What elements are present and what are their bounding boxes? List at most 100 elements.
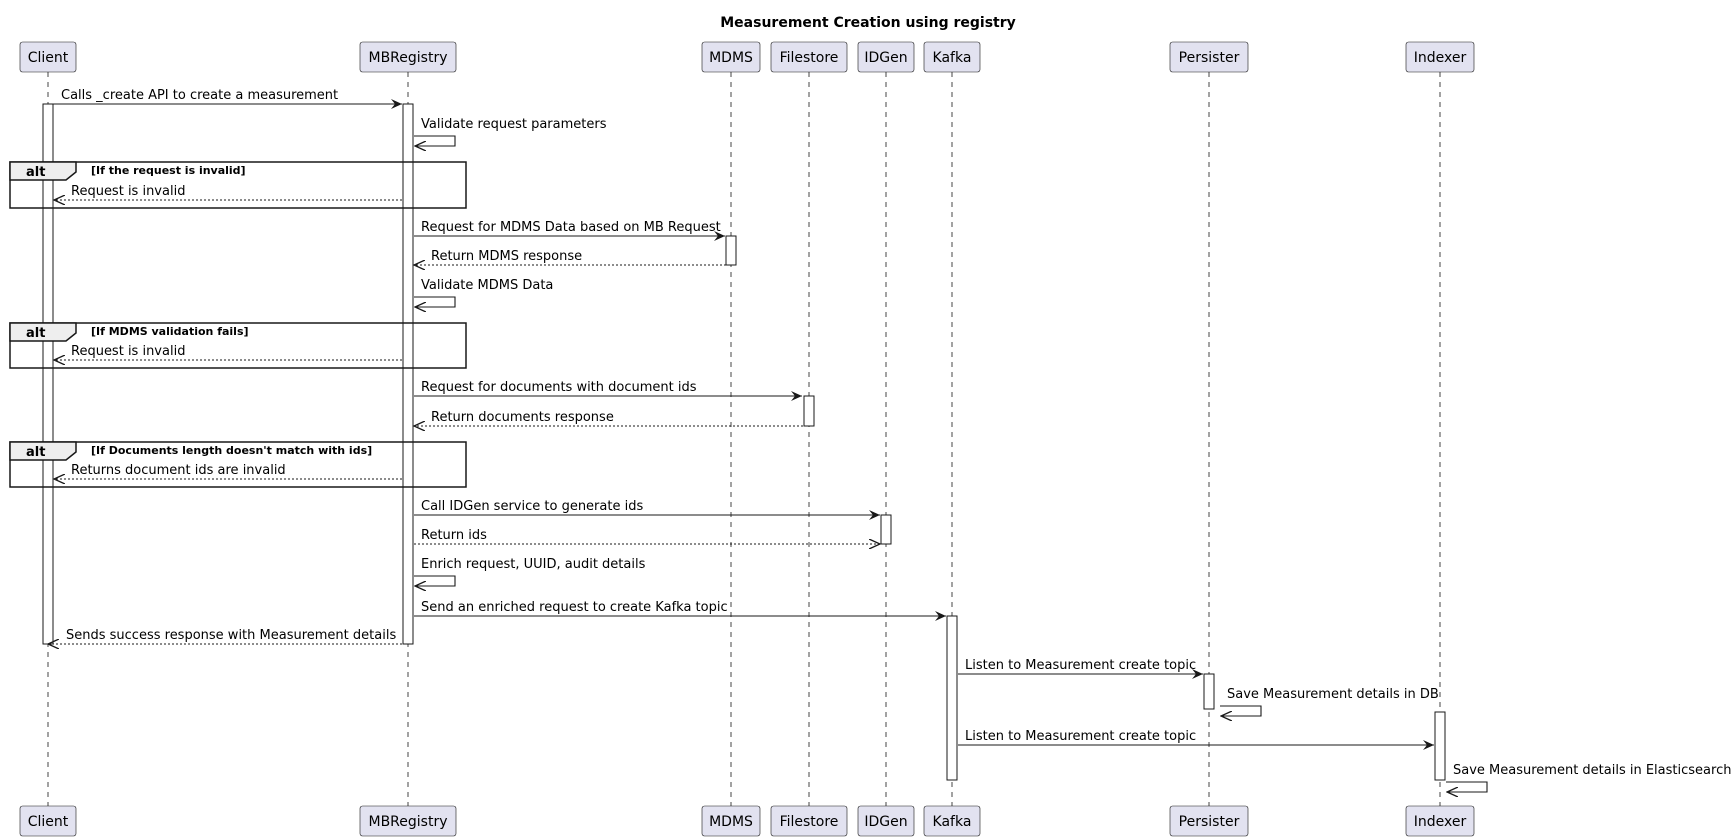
participant-kafka-bottom: Kafka (923, 805, 981, 837)
participant-label: Filestore (780, 814, 839, 830)
activation-bar-mbregistry (402, 103, 414, 645)
message-arrow: Validate request parameters (414, 117, 607, 146)
participant-label: IDGen (864, 814, 907, 830)
activation-bar-kafka (946, 615, 958, 781)
participant-box (770, 41, 848, 73)
activation-bar-persister (1203, 673, 1215, 710)
participant-client-top: Client (19, 41, 77, 73)
message-arrow: Request for documents with document ids (414, 380, 802, 401)
message-arrow: Send an enriched request to create Kafka… (414, 600, 946, 621)
participant-label: MBRegistry (369, 814, 448, 830)
message-label: Return ids (421, 528, 487, 543)
participant-box (359, 41, 457, 73)
message-label: Save Measurement details in Elasticsearc… (1453, 763, 1731, 778)
message-label: Sends success response with Measurement … (66, 628, 396, 643)
message-arrow: Call IDGen service to generate ids (414, 499, 880, 520)
alt-condition: [If Documents length doesn't match with … (91, 444, 372, 457)
participant-label: Kafka (933, 814, 972, 830)
self-message-line (414, 575, 456, 586)
participant-persister-bottom: Persister (1169, 805, 1249, 837)
participant-box (1405, 41, 1475, 73)
message-arrow: Validate MDMS Data (414, 278, 553, 307)
participant-box (359, 805, 457, 837)
message-arrow: Listen to Measurement create topic (958, 658, 1203, 679)
message-label: Calls _create API to create a measuremen… (61, 88, 338, 103)
message-arrow: Return ids (414, 528, 880, 544)
message-arrow: Save Measurement details in DB (1220, 687, 1439, 716)
alt-frame: alt [If Documents length doesn't match wi… (9, 441, 467, 488)
participant-idgen-bottom: IDGen (857, 805, 915, 837)
participant-box (770, 805, 848, 837)
message-label: Returns document ids are invalid (71, 463, 286, 478)
participant-label: Client (28, 50, 69, 66)
message-label: Request for documents with document ids (421, 380, 697, 395)
participant-box (923, 41, 981, 73)
participant-label: Persister (1179, 50, 1240, 66)
message-label: Request is invalid (71, 344, 185, 359)
alt-frame-border (9, 441, 467, 488)
participant-box (19, 41, 77, 73)
message-label: Listen to Measurement create topic (965, 729, 1196, 744)
alt-condition: [If the request is invalid] (91, 164, 246, 177)
message-arrow: Calls _create API to create a measuremen… (53, 88, 402, 109)
participant-label: Persister (1179, 814, 1240, 830)
participant-kafka-top: Kafka (923, 41, 981, 73)
message-label: Call IDGen service to generate ids (421, 499, 643, 514)
participant-label: MBRegistry (369, 50, 448, 66)
participant-filestore-bottom: Filestore (770, 805, 848, 837)
participant-client-bottom: Client (19, 805, 77, 837)
message-label: Return MDMS response (431, 249, 582, 264)
message-arrow: Sends success response with Measurement … (48, 628, 402, 644)
self-message-line (1446, 781, 1488, 792)
alt-frame-tab (9, 161, 77, 181)
participant-label: Indexer (1414, 50, 1467, 66)
participant-filestore-top: Filestore (770, 41, 848, 73)
alt-frame-tab (9, 322, 77, 342)
activation-bar-indexer (1434, 711, 1446, 781)
participant-idgen-top: IDGen (857, 41, 915, 73)
alt-frame: alt [If the request is invalid] (9, 161, 467, 209)
message-arrow: Request is invalid (54, 184, 402, 200)
activation-bar-idgen (880, 514, 892, 545)
participant-box (19, 805, 77, 837)
participant-label: Client (28, 814, 69, 830)
participant-box (701, 805, 761, 837)
message-arrow: Request is invalid (54, 344, 402, 360)
participant-indexer-bottom: Indexer (1405, 805, 1475, 837)
message-arrow: Returns document ids are invalid (54, 463, 402, 479)
alt-label: alt (26, 326, 45, 341)
participant-box (923, 805, 981, 837)
alt-frame-border (9, 161, 467, 209)
participant-box (857, 805, 915, 837)
alt-frame-border (9, 322, 467, 369)
participant-label: IDGen (864, 50, 907, 66)
participant-box (1405, 805, 1475, 837)
participant-label: MDMS (709, 50, 753, 66)
message-arrow: Return documents response (414, 410, 803, 426)
activation-bar-filestore (803, 395, 815, 427)
participant-mdms-bottom: MDMS (701, 805, 761, 837)
activation-bar-mdms (725, 235, 737, 266)
participant-mbregistry-top: MBRegistry (359, 41, 457, 73)
alt-label: alt (26, 445, 45, 460)
participant-box (701, 41, 761, 73)
message-label: Validate request parameters (421, 117, 607, 132)
participant-label: Filestore (780, 50, 839, 66)
alt-condition: [If MDMS validation fails] (91, 325, 249, 338)
message-label: Validate MDMS Data (421, 278, 553, 293)
message-label: Request is invalid (71, 184, 185, 199)
participant-box (1169, 41, 1249, 73)
message-arrow: Save Measurement details in Elasticsearc… (1446, 763, 1731, 792)
participant-label: MDMS (709, 814, 753, 830)
self-message-line (1220, 705, 1262, 716)
participant-label: Indexer (1414, 814, 1467, 830)
message-label: Request for MDMS Data based on MB Reques… (421, 220, 721, 235)
message-arrow: Listen to Measurement create topic (958, 729, 1434, 750)
alt-frame-tab (9, 441, 77, 461)
alt-label: alt (26, 165, 45, 180)
message-label: Return documents response (431, 410, 614, 425)
participant-box (857, 41, 915, 73)
message-label: Listen to Measurement create topic (965, 658, 1196, 673)
alt-frame: alt [If MDMS validation fails] (9, 322, 467, 369)
message-arrow: Request for MDMS Data based on MB Reques… (414, 220, 725, 241)
